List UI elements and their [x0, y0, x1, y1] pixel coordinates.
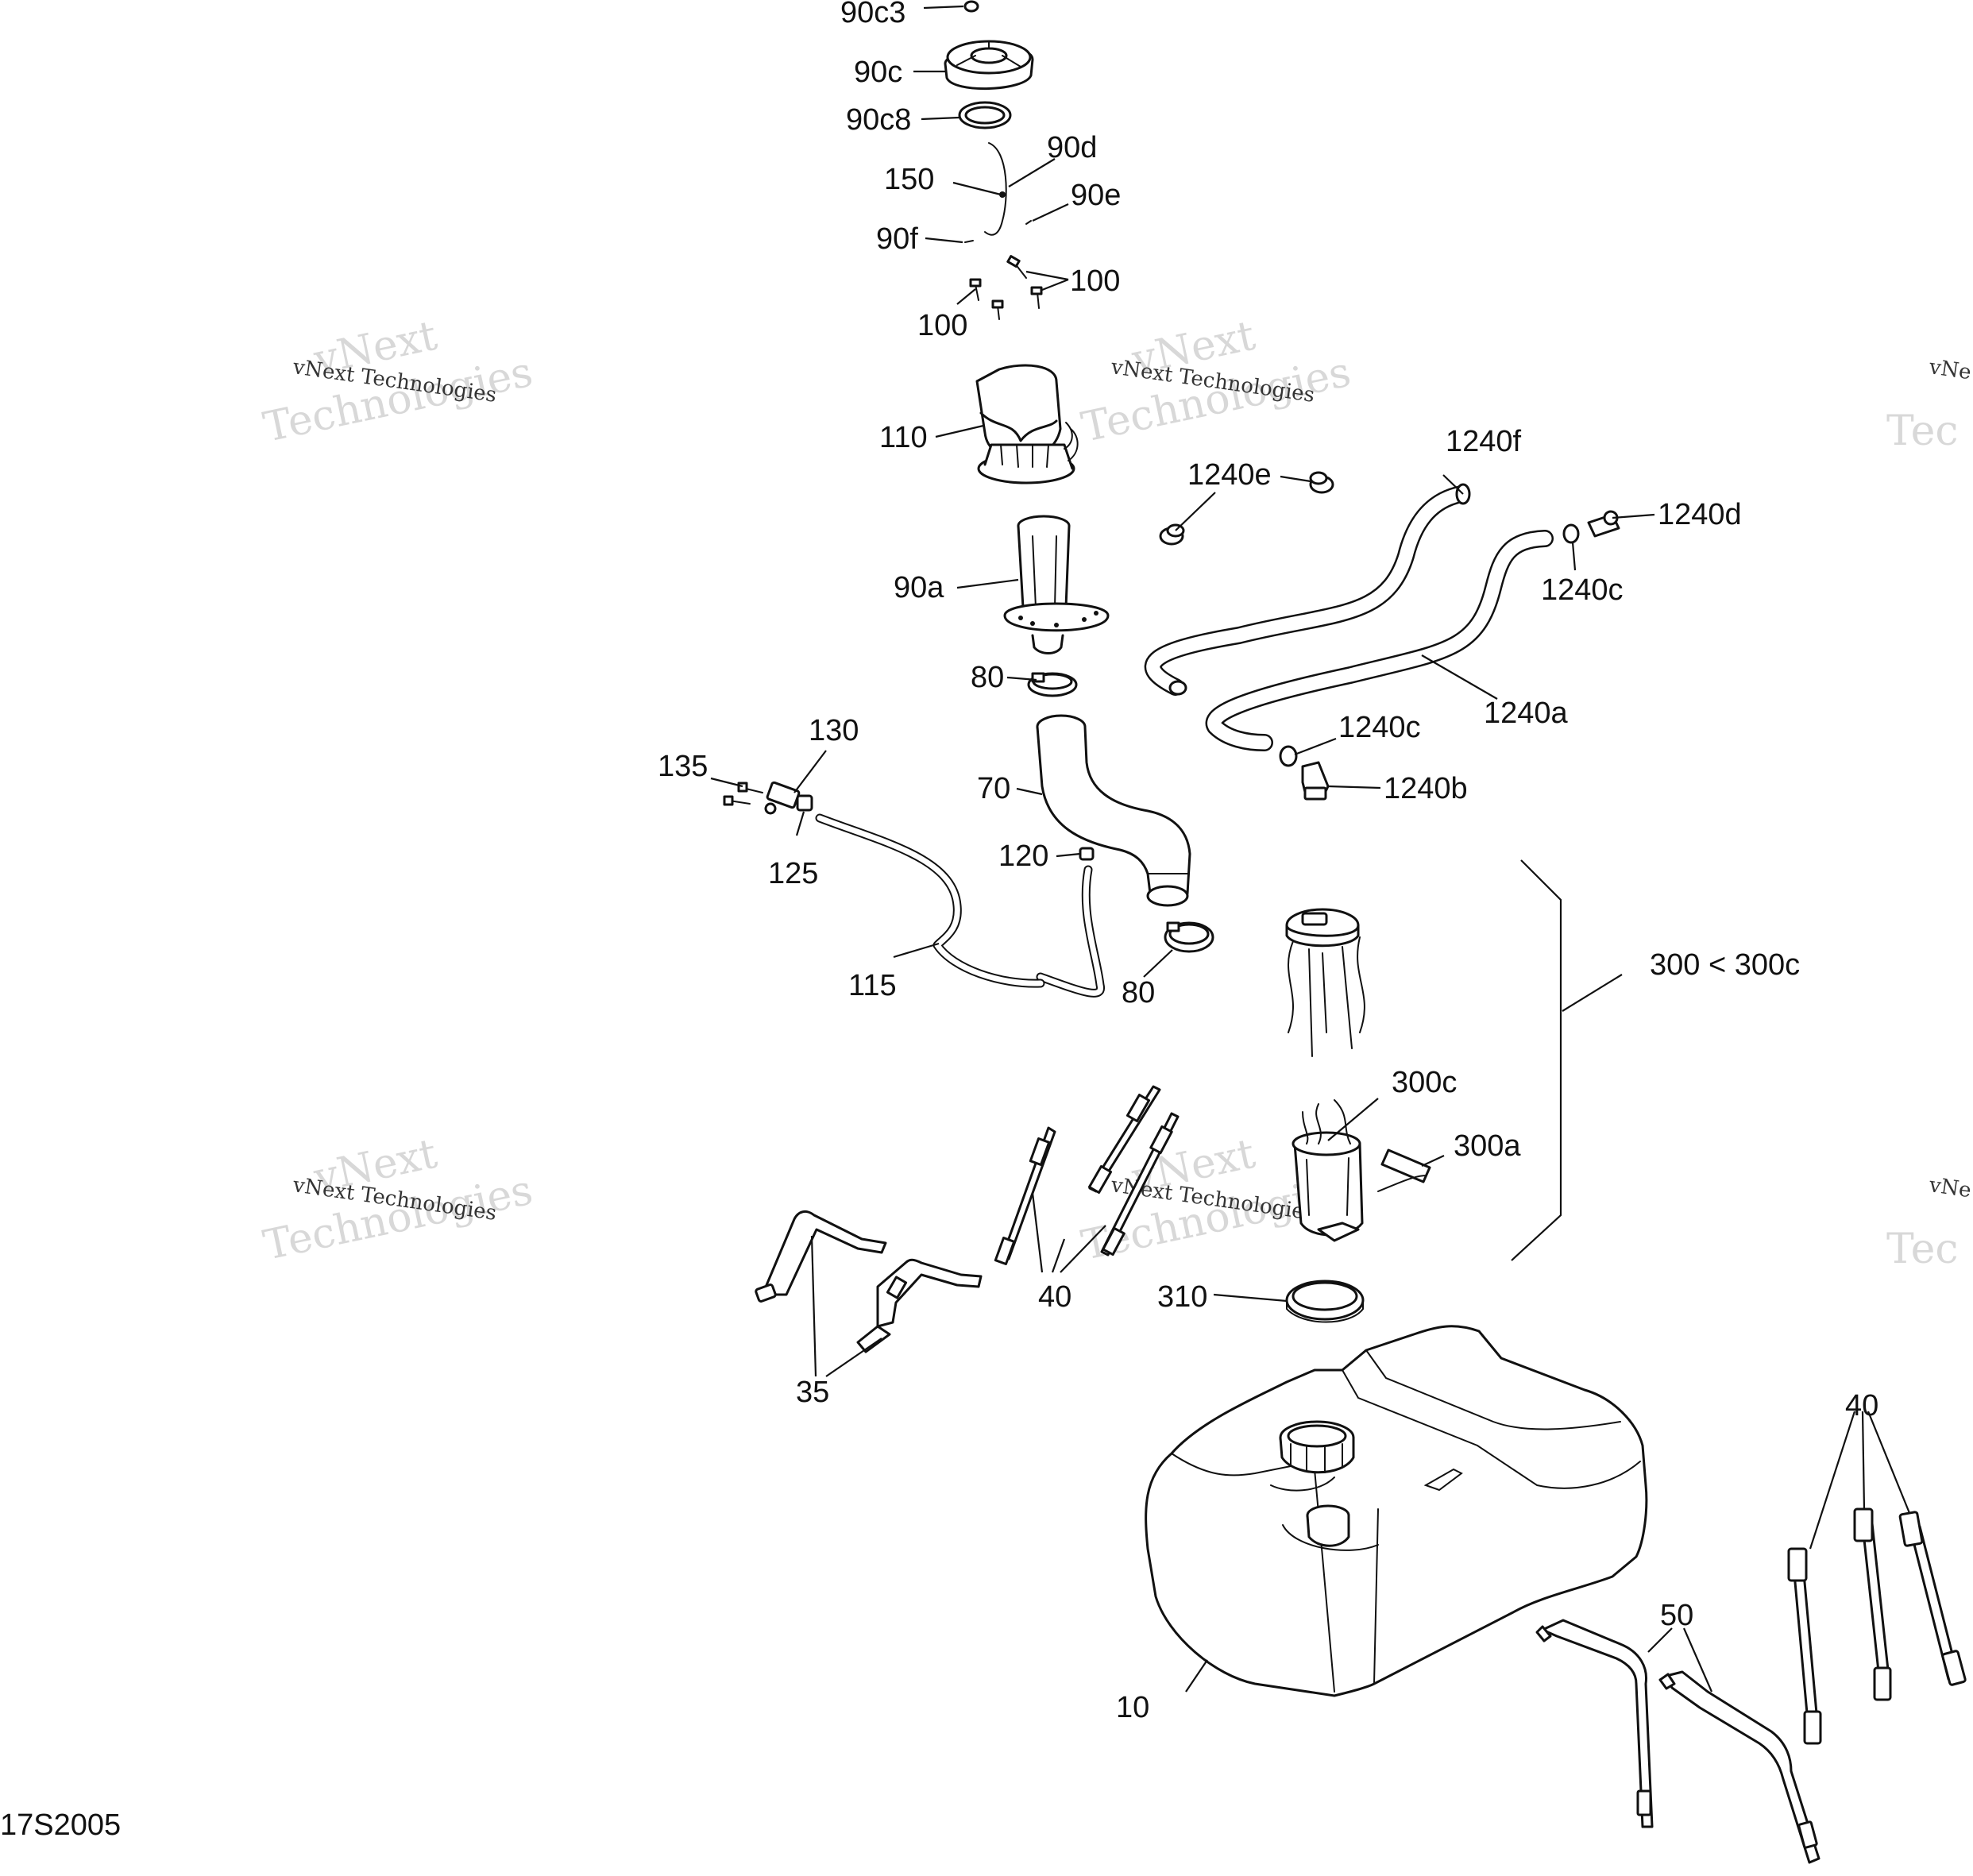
part-300-fuel-pump-module [1285, 908, 1365, 1057]
part-1240c-clamp-lower [1279, 745, 1298, 767]
callout-90e: 90e [1071, 179, 1121, 212]
watermark-edge-fragment: Tec [1886, 407, 1959, 455]
part-10-fuel-tank [1145, 1325, 1648, 1697]
part-135-screws [723, 782, 763, 806]
part-90a-filler-tube [1003, 515, 1110, 654]
part-130-rollover-valve [764, 781, 813, 815]
callout-110: 110 [879, 421, 928, 454]
part-1240b-elbow-fitting [1301, 761, 1330, 801]
callout-10: 10 [1116, 1691, 1149, 1724]
watermark-edge-fragment: Tec [1886, 1226, 1959, 1273]
callout-115: 115 [848, 969, 897, 1002]
part-110-filler-neck-housing [975, 364, 1079, 484]
callout-100-right: 100 [1070, 264, 1120, 298]
part-90d-tether [984, 142, 1007, 236]
callout-120: 120 [998, 840, 1048, 873]
diagram-code: 17S2005 [0, 1808, 121, 1842]
callout-70: 70 [977, 772, 1010, 805]
callout-40-middle: 40 [1038, 1280, 1071, 1314]
part-80-hose-clamp-lower [1164, 921, 1214, 953]
parts [723, 0, 1967, 1864]
part-50-tank-straps [1535, 1619, 1820, 1864]
callout-135: 135 [658, 750, 708, 783]
callout-1240c-top: 1240c [1541, 573, 1624, 607]
callout-90d: 90d [1047, 131, 1097, 164]
callout-1240f: 1240f [1446, 425, 1522, 458]
callout-50: 50 [1660, 1599, 1693, 1632]
leader-lines [710, 5, 1911, 1693]
part-1240a-fuel-hose [1205, 530, 1554, 751]
part-90c8-gasket [958, 101, 1012, 129]
part-90c-fuel-cap [944, 40, 1034, 90]
callout-1240d: 1240d [1658, 498, 1742, 531]
part-70-filler-hose-elbow [1036, 714, 1191, 907]
part-100-screws [969, 255, 1043, 320]
callout-310: 310 [1157, 1280, 1207, 1314]
callout-300-range: 300 < 300c [1650, 948, 1800, 982]
part-40-straps-right [1787, 1507, 1967, 1745]
watermarks: vNext Technologies vNext Technologies vN… [260, 312, 1973, 1273]
part-90f-pin [964, 240, 974, 243]
callout-125: 125 [768, 857, 818, 890]
part-35-tank-straps [755, 1210, 983, 1353]
callout-35: 35 [796, 1376, 829, 1409]
callout-labels: 90c3 90c 90c8 90d 150 90e 90f 100 100 11… [0, 0, 1878, 1842]
callout-90a: 90a [894, 571, 944, 604]
callout-130: 130 [809, 714, 859, 747]
watermark-edge-text: vNe [1927, 355, 1972, 384]
callout-1240c-mid: 1240c [1338, 711, 1421, 744]
part-80-hose-clamp-upper [1027, 672, 1078, 697]
callout-1240a: 1240a [1484, 697, 1569, 730]
part-300c-pump-assembly [1292, 1099, 1364, 1242]
callout-100-left: 100 [917, 309, 967, 342]
part-1240c-clamp-upper [1562, 523, 1580, 544]
callout-80-lower: 80 [1122, 976, 1155, 1009]
part-1240d-quick-connect [1587, 510, 1620, 538]
callout-300c: 300c [1392, 1066, 1457, 1099]
watermark-edge-text: vNe [1927, 1173, 1972, 1202]
callout-300a: 300a [1454, 1129, 1521, 1163]
part-120-vent-fitting [1036, 847, 1105, 998]
callout-80-upper: 80 [971, 661, 1004, 694]
callout-1240b: 1240b [1384, 772, 1468, 805]
callout-150: 150 [884, 163, 934, 196]
part-150-bead [999, 191, 1006, 198]
callout-1240e: 1240e [1187, 458, 1272, 492]
part-300a-fuel-level-sender [1377, 1148, 1431, 1192]
part-90e-pin [1025, 220, 1032, 225]
part-1240f-vent-hose [1144, 483, 1471, 696]
callout-90c3: 90c3 [840, 0, 905, 29]
callout-90c8: 90c8 [846, 103, 911, 137]
callout-90f: 90f [876, 222, 918, 256]
part-90c3-screw [963, 0, 979, 13]
callout-90c: 90c [854, 56, 902, 89]
callout-40-right: 40 [1845, 1389, 1878, 1422]
part-40-straps-middle [994, 1085, 1180, 1265]
part-310-lock-ring [1285, 1280, 1365, 1323]
part-115-vent-hose [815, 813, 1045, 988]
